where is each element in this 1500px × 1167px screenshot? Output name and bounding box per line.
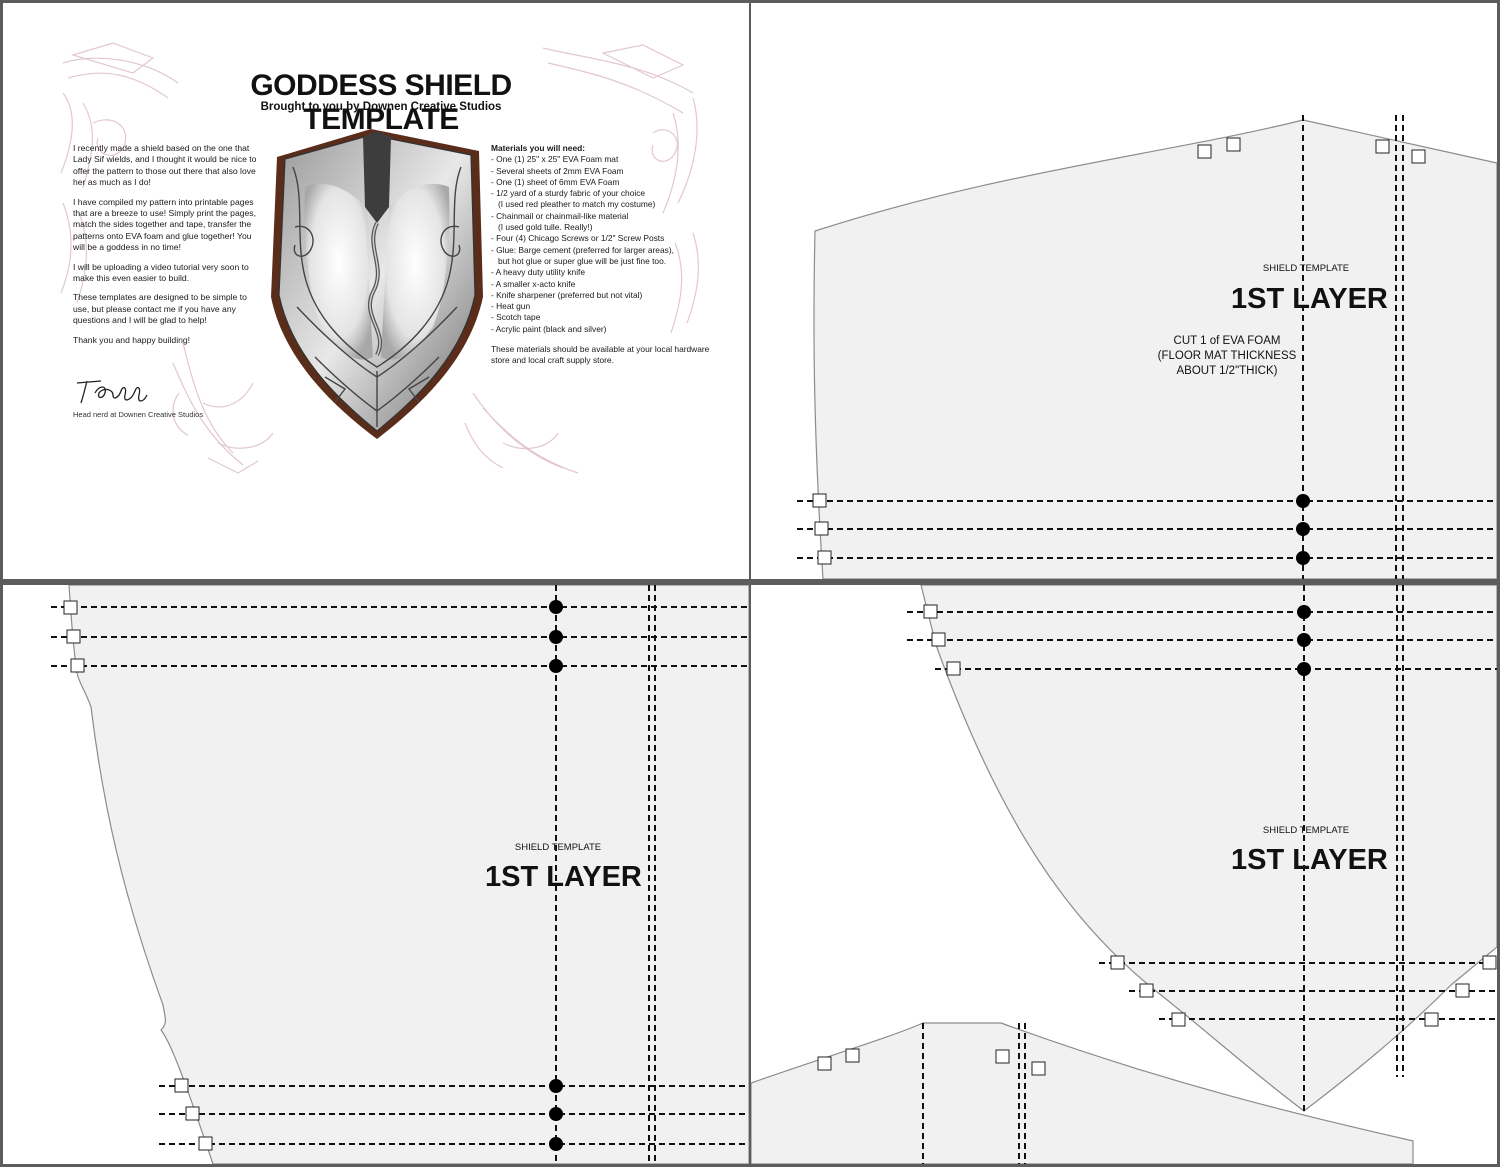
material-item: - One (1) sheet of 6mm EVA Foam [491, 176, 620, 187]
material-item: - Acrylic paint (black and silver) [491, 323, 607, 334]
intro-paragraph: I have compiled my pattern into printabl… [73, 196, 256, 253]
intro-paragraph: These templates are designed to be simpl… [73, 292, 247, 326]
intro-paragraph: I recently made a shield based on the on… [73, 143, 257, 188]
material-item: - A heavy duty utility knife [491, 267, 586, 278]
cut-instruction-line: ABOUT 1/2"THICK) [1176, 365, 1278, 377]
material-item: - Four (4) Chicago Screws or 1/2" Screw … [491, 233, 665, 244]
cut-instructions: CUT 1 of EVA FOAM (FLOOR MAT THICKNESS A… [1127, 334, 1327, 379]
template-page: SHIELD TEMPLATE 1ST LAYER [751, 585, 1497, 1164]
cut-instruction-line: CUT 1 of EVA FOAM [1173, 335, 1281, 347]
layer-label: 1ST LAYER [1231, 844, 1388, 876]
template-page: SHIELD TEMPLATE 1ST LAYER CUT 1 of EVA F… [751, 3, 1497, 579]
material-item: - Chainmail or chainmail-like material [491, 210, 629, 221]
template-label: SHIELD TEMPLATE [514, 842, 602, 853]
pattern-outline [51, 585, 749, 1164]
shield-image [271, 129, 483, 439]
material-item: (I used gold tulle. Really!) [491, 222, 593, 233]
material-item: - Knife sharpener (preferred but not vit… [491, 289, 643, 300]
template-label: SHIELD TEMPLATE [1262, 263, 1350, 274]
pattern-outline [751, 585, 1497, 1164]
template-label: SHIELD TEMPLATE [1262, 825, 1350, 836]
material-item: (I used red pleather to match my costume… [491, 199, 656, 210]
materials-list: Materials you will need: - One (1) 25" x… [491, 143, 721, 367]
intro-paragraph: Thank you and happy building! [73, 334, 191, 345]
template-page: SHIELD TEMPLATE 1ST LAYER [3, 585, 749, 1164]
material-item: - 1/2 yard of a sturdy fabric of your ch… [491, 188, 646, 199]
material-item: - Several sheets of 2mm EVA Foam [491, 165, 624, 176]
material-item: but hot glue or super glue will be just … [491, 255, 667, 266]
pattern-outline [797, 115, 1497, 579]
materials-note: These materials should be available at y… [491, 344, 710, 366]
signature-caption: Head nerd at Downen Creative Studios [73, 410, 204, 419]
cut-instruction-line: (FLOOR MAT THICKNESS [1157, 350, 1297, 362]
material-item: - A smaller x-acto knife [491, 278, 576, 289]
intro-page: GODDESS SHIELD TEMPLATE Brought to you b… [3, 3, 749, 579]
celtic-ornament-background [60, 42, 699, 474]
material-item: - Scotch tape [491, 312, 541, 323]
page-subtitle: Brought to you by Downen Creative Studio… [260, 101, 502, 113]
intro-paragraph: I will be uploading a video tutorial ver… [73, 261, 249, 284]
intro-text: I recently made a shield based on the on… [73, 143, 265, 354]
materials-heading: Materials you will need: [491, 143, 586, 153]
layer-label: 1ST LAYER [485, 861, 642, 893]
material-item: - Glue: Barge cement (preferred for larg… [491, 244, 674, 255]
page-title: GODDESS SHIELD TEMPLATE [250, 69, 512, 136]
material-item: - Heat gun [491, 301, 531, 312]
material-item: - One (1) 25" x 25" EVA Foam mat [491, 154, 619, 165]
layer-label: 1ST LAYER [1231, 283, 1388, 315]
signature-icon [76, 380, 148, 404]
